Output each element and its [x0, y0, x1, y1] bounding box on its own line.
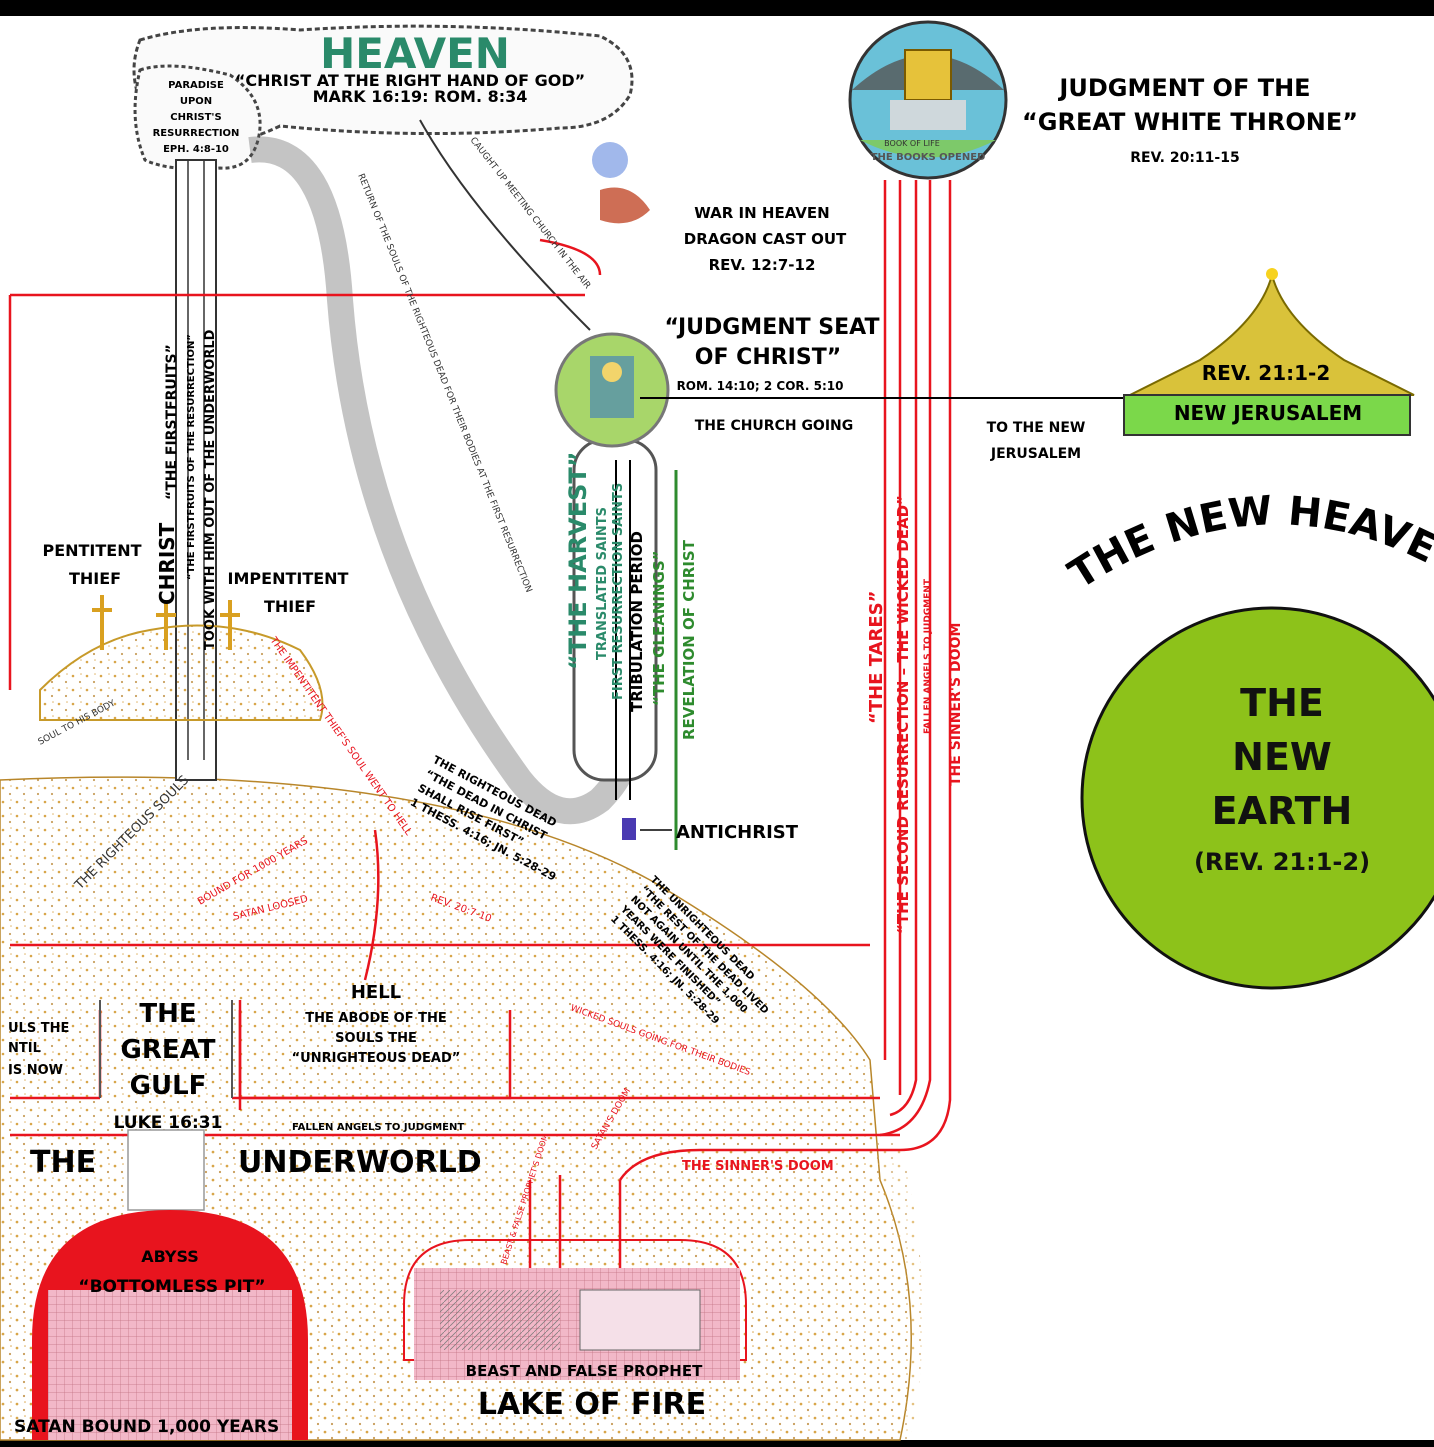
svg-text:GULF: GULF — [130, 1071, 207, 1101]
svg-text:THE ABODE OF THE: THE ABODE OF THE — [305, 1011, 446, 1026]
svg-text:NEW: NEW — [1232, 735, 1332, 779]
paradise-cloud — [133, 64, 262, 171]
revelation-vertical: REVELATION OF CHRIST — [680, 539, 698, 740]
jerusalem-ref: REV. 21:1-2 — [1202, 361, 1331, 385]
svg-text:WAR IN HEAVEN: WAR IN HEAVEN — [694, 204, 829, 222]
new-earth-circle — [1080, 606, 1434, 990]
new-earth-label: THE NEW EARTH (REV. 21:1-2) — [1194, 681, 1370, 876]
svg-text:“BOTTOMLESS PIT”: “BOTTOMLESS PIT” — [78, 1277, 265, 1297]
judgment-seat-ref: ROM. 14:10; 2 COR. 5:10 — [677, 379, 844, 393]
hell-chamber — [238, 1000, 512, 1100]
translated-vertical: TRANSLATED SAINTS — [595, 507, 610, 660]
svg-text:ABYSS: ABYSS — [141, 1247, 199, 1266]
gulf-label: THE GREAT GULF LUKE 16:31 — [114, 999, 223, 1133]
second-res-vertical: “THE SECOND RESURRECTION – THE WICKED DE… — [894, 495, 912, 934]
book-of-life: BOOK OF LIFE — [884, 139, 940, 148]
svg-text:IMPENTITENT: IMPENTITENT — [228, 569, 349, 588]
caught-up-path — [419, 119, 591, 331]
bottom-border — [0, 1440, 1434, 1447]
heaven-title: HEAVEN — [320, 29, 510, 78]
judgment-seat-1: “JUDGMENT SEAT — [664, 315, 879, 340]
svg-text:“UNRIGHTEOUS DEAD”: “UNRIGHTEOUS DEAD” — [292, 1051, 461, 1066]
svg-text:NTIL: NTIL — [8, 1041, 41, 1056]
svg-text:THE: THE — [139, 999, 196, 1029]
antichrist-label: ANTICHRIST — [676, 822, 799, 843]
svg-text:SOULS THE: SOULS THE — [335, 1031, 417, 1046]
svg-text:DRAGON CAST OUT: DRAGON CAST OUT — [684, 230, 847, 248]
throne-title-1: JUDGMENT OF THE — [1057, 74, 1310, 102]
heaven-ref: MARK 16:19: ROM. 8:34 — [313, 87, 528, 106]
satan-bound-label: SATAN BOUND 1,000 YEARS — [14, 1417, 279, 1437]
tribulation-vertical: TRIBULATION PERIOD — [628, 531, 646, 712]
war-label: WAR IN HEAVEN DRAGON CAST OUT REV. 12:7-… — [684, 204, 847, 274]
beast-prophet-label: BEAST AND FALSE PROPHET — [466, 1362, 703, 1380]
tares-vertical: “THE TARES” — [866, 591, 887, 725]
svg-text:EARTH: EARTH — [1212, 789, 1353, 833]
firstfruits-vertical: “THE FIRSTFRUITS” — [164, 344, 180, 500]
left-cut-label: ULS THE NTIL IS NOW — [8, 1021, 69, 1078]
new-heaven-label: THE NEW HEAVE — [1061, 488, 1434, 598]
new-jerusalem-base — [1123, 394, 1411, 436]
fallen-angels-vertical: FALLEN ANGELS TO JUDGMENT — [923, 578, 933, 734]
heaven-subtitle: “CHRIST AT THE RIGHT HAND OF GOD” — [235, 71, 585, 90]
firstfruits-res-vertical: “THE FIRSTFRUITS OF THE RESURRECTION” — [186, 334, 197, 580]
abyss-label: ABYSS “BOTTOMLESS PIT” — [78, 1247, 265, 1297]
svg-text:GREAT: GREAT — [121, 1035, 216, 1065]
lake-of-fire — [403, 1239, 747, 1361]
church-going: THE CHURCH GOING — [695, 418, 854, 434]
war-sketch — [592, 142, 650, 224]
svg-text:EPH. 4:8-10: EPH. 4:8-10 — [163, 144, 229, 155]
cross-icon — [92, 595, 240, 650]
first-res-vertical: FIRST RESURRECTION SAINTS — [611, 483, 626, 700]
svg-text:THIEF: THIEF — [264, 597, 316, 616]
took-with-vertical: TOOK WITH HIM OUT OF THE UNDERWORLD — [203, 329, 218, 650]
top-border — [0, 0, 1434, 16]
hell-label: HELL THE ABODE OF THE SOULS THE “UNRIGHT… — [292, 982, 461, 1066]
svg-text:RESURRECTION: RESURRECTION — [153, 128, 240, 139]
judgment-seat-2: OF CHRIST” — [695, 345, 841, 370]
gulf-stem — [127, 1129, 205, 1211]
jerusalem-name: NEW JERUSALEM — [1174, 401, 1362, 425]
svg-text:(REV. 21:1-2): (REV. 21:1-2) — [1194, 848, 1370, 876]
svg-text:LUKE 16:31: LUKE 16:31 — [114, 1113, 223, 1133]
svg-text:REV. 12:7-12: REV. 12:7-12 — [709, 256, 816, 274]
svg-text:PARADISE: PARADISE — [168, 80, 224, 91]
sinners-doom-h: THE SINNER'S DOOM — [682, 1159, 834, 1174]
calvary-hill — [39, 624, 324, 721]
underworld-left: THE — [30, 1145, 96, 1180]
svg-text:ULS THE: ULS THE — [8, 1021, 69, 1036]
svg-text:CHRIST'S: CHRIST'S — [170, 112, 221, 123]
to-jerusalem-1: TO THE NEW — [987, 420, 1086, 436]
abyss-grid — [48, 1290, 292, 1440]
christ-vertical: CHRIST — [155, 522, 179, 605]
great-gulf — [99, 1000, 233, 1098]
svg-text:PENTITENT: PENTITENT — [42, 541, 141, 560]
gleanings-vertical: “THE GLEANINGS” — [650, 550, 668, 706]
books-opened: THE BOOKS OPENED — [871, 152, 986, 163]
cross-labels: PENTITENT THIEF IMPENTITENT THIEF — [42, 541, 348, 616]
antichrist-figure — [622, 818, 636, 840]
svg-text:THE: THE — [1240, 681, 1324, 725]
fallen-angels-h: FALLEN ANGELS TO JUDGMENT — [292, 1122, 464, 1133]
underworld-right: UNDERWORLD — [238, 1145, 482, 1180]
sinners-doom-vertical: THE SINNER'S DOOM — [948, 623, 964, 786]
svg-text:HELL: HELL — [351, 982, 401, 1003]
paradise-label: PARADISE UPON CHRIST'S RESURRECTION EPH.… — [153, 80, 240, 155]
throne-title-2: “GREAT WHITE THRONE” — [1022, 108, 1358, 136]
return-souls-path — [248, 136, 640, 825]
svg-text:UPON: UPON — [180, 96, 212, 107]
harvest-vertical: “THE HARVEST” — [564, 451, 592, 670]
to-jerusalem-2: JERUSALEM — [990, 446, 1081, 462]
lake-of-fire-label: LAKE OF FIRE — [478, 1387, 706, 1422]
svg-text:THIEF: THIEF — [69, 569, 121, 588]
svg-text:IS NOW: IS NOW — [8, 1063, 63, 1078]
throne-ref: REV. 20:11-15 — [1130, 150, 1239, 166]
